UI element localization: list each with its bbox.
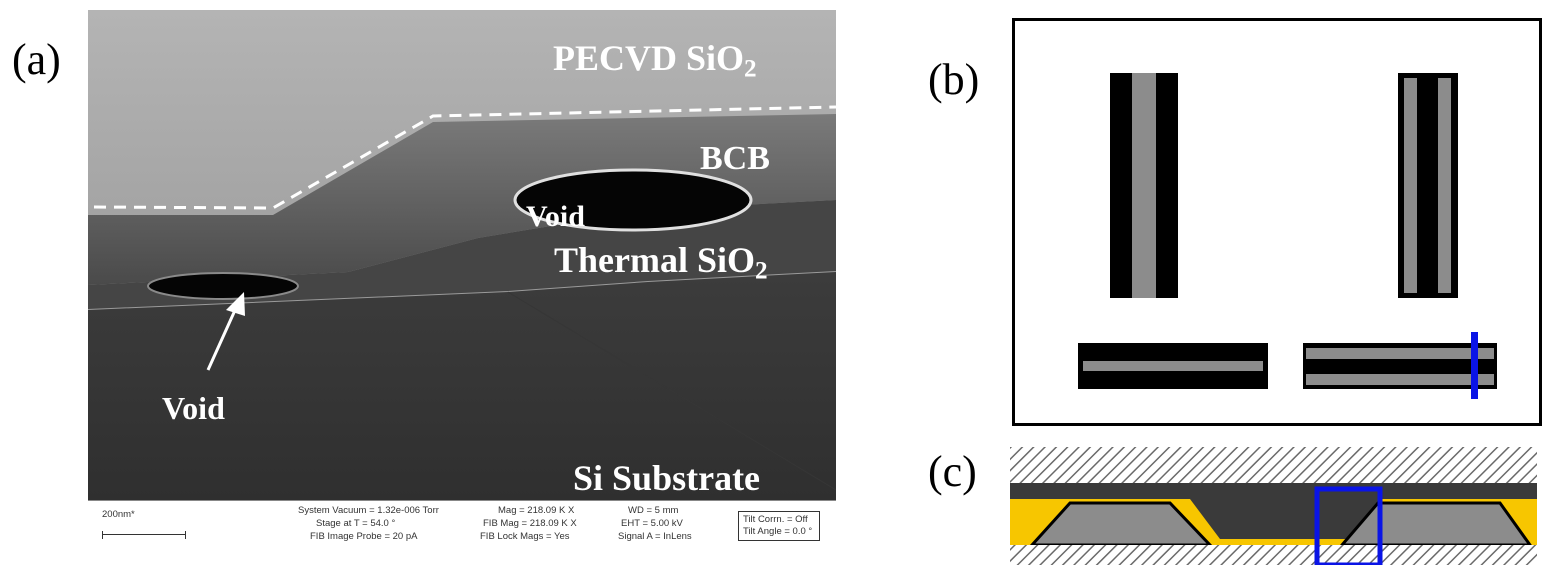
bottom-hatched-layer — [1010, 545, 1537, 565]
label-thermal-sio2: Thermal SiO2 — [554, 240, 768, 285]
sem-cross-section-image: PECVD SiO2 BCB Void Thermal SiO2 Void Si… — [88, 10, 836, 565]
tilt-corrn: Tilt Corrn. = Off — [743, 514, 808, 525]
system-vacuum: System Vacuum = 1.32e-006 Torr — [298, 505, 439, 516]
cross-section-marker — [1471, 332, 1478, 399]
cross-section-schematic-panel — [1010, 447, 1537, 568]
mag: Mag = 218.09 K X — [498, 505, 575, 516]
panel-label-c: (c) — [928, 447, 977, 496]
cap-layer — [1010, 483, 1537, 499]
si-substrate — [88, 272, 836, 500]
panel-label-b: (b) — [928, 55, 980, 104]
layout-schematic — [1078, 73, 1497, 399]
layout-schematic-panel — [1012, 18, 1542, 426]
void-arrow — [206, 307, 238, 371]
label-pecvd-sio2: PECVD SiO2 — [553, 38, 757, 83]
sem-info-bar: 200nm* System Vacuum = 1.32e-006 Torr St… — [88, 500, 836, 565]
bcb-boundary-dashed-line — [93, 105, 836, 210]
signal-a: Signal A = InLens — [618, 531, 692, 542]
bcb-layer — [88, 114, 836, 285]
top-hatched-layer — [1010, 447, 1537, 483]
eht: EHT = 5.00 kV — [621, 518, 683, 529]
tilt-box: Tilt Corrn. = Off Tilt Angle = 0.0 ° — [738, 511, 820, 541]
arrow-head-icon — [226, 292, 245, 316]
scale-bar-label: 200nm* — [102, 509, 135, 520]
tilt-angle: Tilt Angle = 0.0 ° — [743, 526, 813, 537]
fib-lock-mags: FIB Lock Mags = Yes — [480, 531, 570, 542]
fib-image-probe: FIB Image Probe = 20 pA — [310, 531, 418, 542]
cross-section-schematic — [1010, 447, 1537, 568]
label-void-lower: Void — [162, 390, 225, 426]
lower-void — [147, 272, 299, 300]
upper-void — [513, 168, 753, 232]
label-void-upper: Void — [526, 200, 585, 233]
fib-mag: FIB Mag = 218.09 K X — [483, 518, 577, 529]
sem-micrograph — [88, 10, 836, 500]
stage-at-t: Stage at T = 54.0 ° — [316, 518, 396, 529]
scale-bar — [102, 531, 186, 539]
wd: WD = 5 mm — [628, 505, 679, 516]
label-si-substrate: Si Substrate — [573, 458, 761, 498]
label-bcb: BCB — [700, 140, 770, 177]
panel-label-a: (a) — [12, 35, 61, 84]
